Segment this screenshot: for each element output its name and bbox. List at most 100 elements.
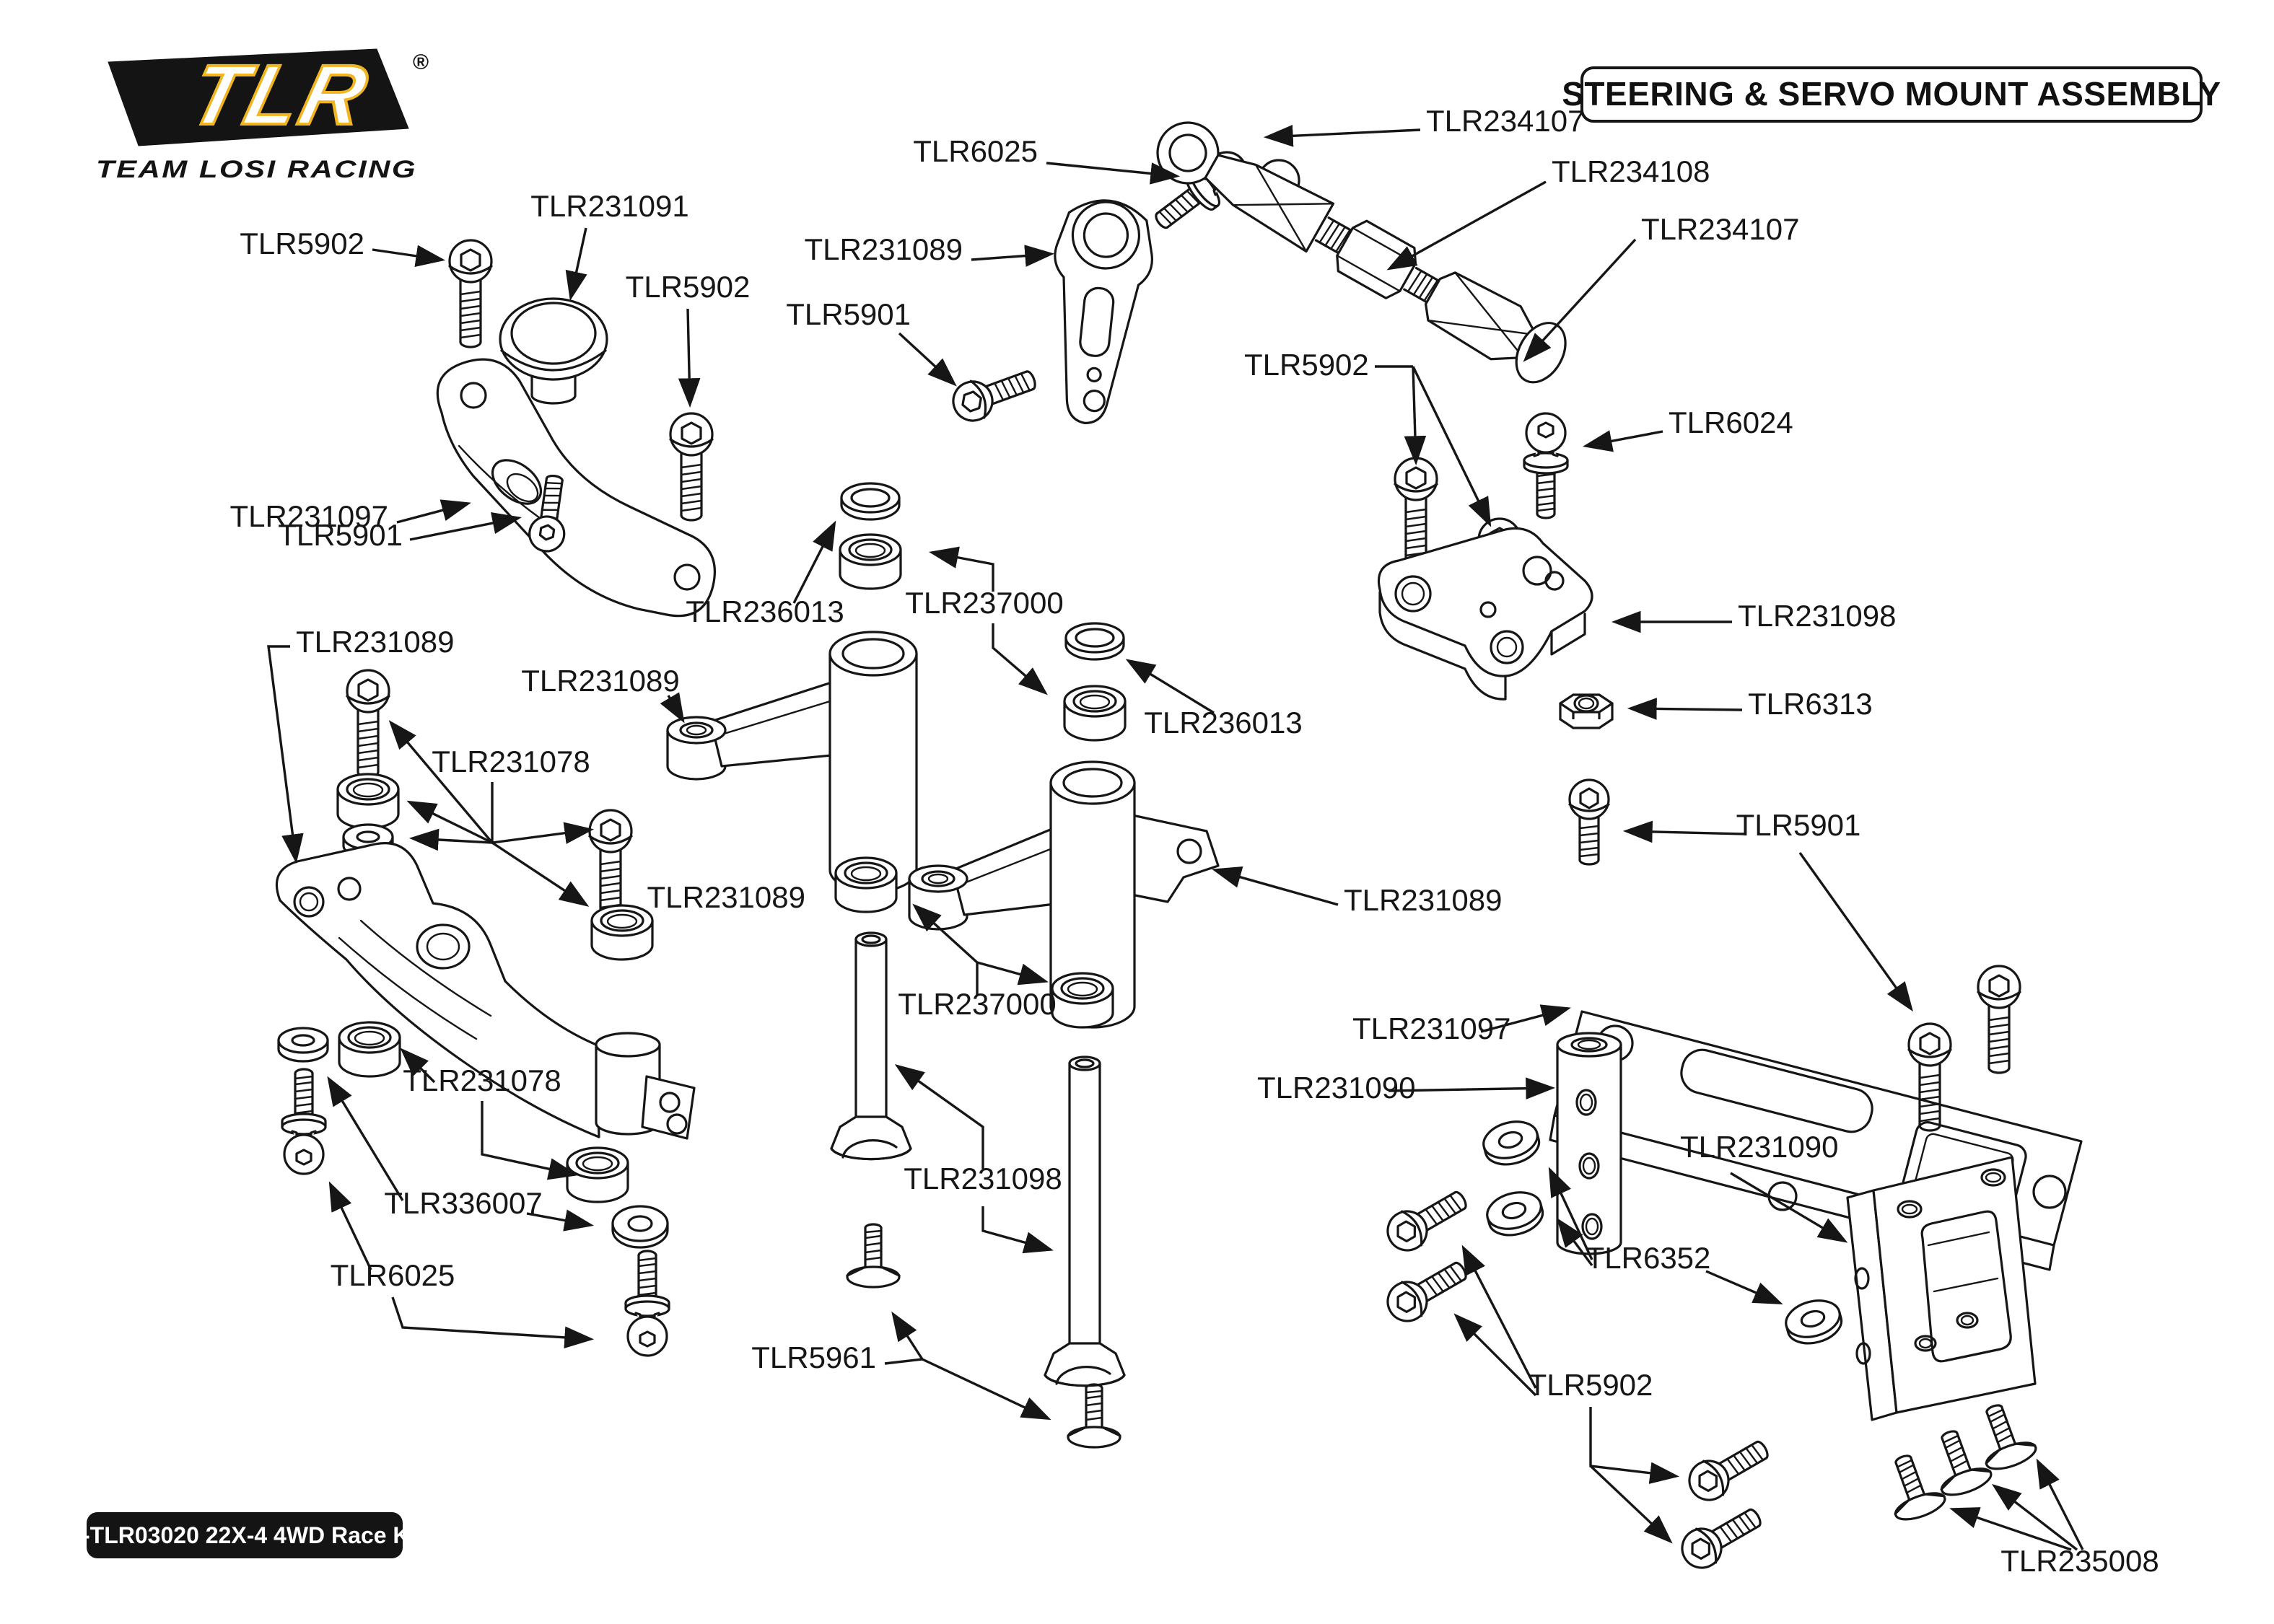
part-ball-stud-tlr6024 xyxy=(1523,412,1569,519)
leader-tlr5901-3-0 xyxy=(1622,820,1746,843)
leader-tlr231098-2-0 xyxy=(894,1064,984,1169)
part-ball-stud-tlr6025 xyxy=(624,1250,670,1357)
part-bellcrank-right-tlr231089 xyxy=(908,760,1220,1029)
part-button-screw-tlr231089 xyxy=(346,669,390,778)
label-tlr336007: TLR336007 xyxy=(384,1186,543,1220)
leader-tlr231089-3-0 xyxy=(267,645,304,864)
label-tlr231090-1: TLR231090 xyxy=(1257,1071,1416,1105)
leader-tlr6025-2-0 xyxy=(328,1181,372,1270)
leader-tlr5902-1-0 xyxy=(372,245,446,267)
label-tlr231078-2: TLR231078 xyxy=(403,1063,561,1097)
part-bearing-tlr237000 xyxy=(839,533,902,590)
leader-tlr231091-0 xyxy=(565,227,587,301)
label-tlr5902-4: TLR5902 xyxy=(1529,1368,1653,1402)
label-tlr6025-1: TLR6025 xyxy=(913,134,1038,168)
label-tlr231089-4: TLR231089 xyxy=(647,880,806,914)
leader-tlr237000-2-1 xyxy=(912,903,979,964)
part-bearing-tlr231078 xyxy=(590,904,654,961)
part-button-screw-tlr231089 xyxy=(588,809,633,918)
leader-tlr5901-2-0 xyxy=(898,332,957,387)
leader-tlr5961-1 xyxy=(922,1358,1051,1421)
leader-tlr231090-2-0 xyxy=(1730,1172,1848,1243)
label-tlr6025-2: TLR6025 xyxy=(331,1258,455,1292)
leader-tlr336007-0 xyxy=(327,1076,404,1201)
leader-tlr231078-1-5 xyxy=(491,841,590,907)
leader-tlr237000-1-1 xyxy=(992,623,1048,695)
leader-tlr6352-2 xyxy=(1705,1270,1783,1305)
label-tlr231090-2: TLR231090 xyxy=(1680,1130,1839,1164)
parts-layer xyxy=(275,121,2083,1576)
leader-tlr237000-2-2 xyxy=(976,961,1049,986)
tlr-logo-text: TLR xyxy=(181,48,379,143)
leader-tlr234108-0 xyxy=(1386,180,1547,271)
leader-tlr5961-0 xyxy=(884,1311,924,1365)
label-tlr237000-2: TLR237000 xyxy=(898,987,1057,1021)
leader-tlr231097-1-0 xyxy=(396,499,471,524)
part-bearing-tlr231078 xyxy=(566,1146,629,1203)
part-button-screw-tlr5902 xyxy=(1379,1180,1475,1259)
leader-tlr236013-2-0 xyxy=(1125,659,1215,714)
label-tlr231098-2: TLR231098 xyxy=(904,1162,1062,1195)
leader-tlr6025-2-1 xyxy=(391,1296,595,1349)
leader-tlr5902-2-0 xyxy=(678,308,701,408)
leader-tlr6313-0 xyxy=(1627,698,1743,720)
leader-tlr234107-1-0 xyxy=(1263,125,1421,147)
part-horn-cap-tlr231091 xyxy=(499,297,608,405)
labels-layer: TLR5902TLR231091TLR5902TLR231097TLR5901T… xyxy=(230,104,2159,1578)
leader-tlr336007-1 xyxy=(526,1209,595,1232)
leader-tlr6025-1-0 xyxy=(1046,162,1181,185)
part-button-screw-tlr5902 xyxy=(669,412,714,522)
part-steering-arm-tlr231097 xyxy=(436,358,716,618)
kit-label: C-TLR03020 22X-4 4WD Race Kit xyxy=(66,1522,424,1548)
part-button-screw-tlr5902 xyxy=(1394,457,1438,566)
leader-tlr5902-4-2 xyxy=(1589,1407,1680,1484)
part-washer-tlr336007 xyxy=(611,1205,669,1249)
part-shim-tlr236013 xyxy=(840,482,901,521)
tlr-logo-registered: ® xyxy=(413,51,429,74)
label-tlr5901-3: TLR5901 xyxy=(1736,808,1861,842)
part-flat-screw-tlr5961 xyxy=(1067,1383,1121,1449)
label-tlr234108: TLR234108 xyxy=(1552,154,1710,188)
part-bearing-tlr237000 xyxy=(1051,972,1114,1029)
label-tlr234107-1: TLR234107 xyxy=(1426,104,1585,138)
part-steering-post-tlr231098 xyxy=(1044,1055,1126,1387)
part-button-screw-tlr5902 xyxy=(1674,1498,1770,1576)
label-tlr231089-2: TLR231089 xyxy=(521,664,680,698)
part-button-screw-tlr5902 xyxy=(448,239,493,348)
part-steering-post-tlr231098 xyxy=(830,931,912,1161)
leader-tlr5901-3-1 xyxy=(1798,852,1913,1012)
part-washer-tlr6352 xyxy=(1780,1294,1847,1351)
part-turnbuckle-assembly xyxy=(1156,121,1567,384)
tlr-logo-subtext: TEAM LOSI RACING xyxy=(96,156,417,183)
leader-tlr231078-1-2 xyxy=(406,800,493,844)
tlr-logo: TLR ® TEAM LOSI RACING xyxy=(96,47,429,183)
leader-tlr6352-1 xyxy=(1556,1217,1593,1267)
leader-tlr6024-0 xyxy=(1582,430,1663,452)
label-tlr5902-1: TLR5902 xyxy=(240,227,364,260)
part-washer-tlr336007 xyxy=(277,1027,329,1063)
label-tlr235008: TLR235008 xyxy=(2000,1544,2159,1578)
leader-tlr5902-3-2 xyxy=(1412,366,1492,527)
part-washer-tlr6352 xyxy=(1482,1185,1548,1242)
part-button-screw-tlr5901 xyxy=(1568,778,1610,866)
part-flat-screw-tlr235008 xyxy=(1876,1447,1949,1526)
leader-tlr237000-1-0 xyxy=(928,546,994,592)
leader-tlr6352-0 xyxy=(1548,1167,1593,1260)
label-tlr237000-1: TLR237000 xyxy=(905,586,1064,620)
label-tlr231098-1: TLR231098 xyxy=(1738,599,1897,633)
part-servo-bracket-tlr231090 xyxy=(1846,1156,2037,1421)
label-tlr231091: TLR231091 xyxy=(530,189,689,223)
leader-tlr231089-2-0 xyxy=(660,692,685,724)
leader-tlr235008-1 xyxy=(1991,1483,2078,1551)
leader-tlr5902-4-1 xyxy=(1453,1313,1537,1397)
title-box: STEERING & SERVO MOUNT ASSEMBLY xyxy=(1562,66,2221,123)
part-washer-tlr6352 xyxy=(1478,1115,1544,1172)
part-steering-plate-tlr231098 xyxy=(1378,527,1593,701)
label-tlr5902-2: TLR5902 xyxy=(626,270,751,304)
label-tlr5902-3: TLR5902 xyxy=(1244,348,1369,382)
footer-badge: C-TLR03020 22X-4 4WD Race Kit xyxy=(66,1512,424,1558)
label-tlr5901-2: TLR5901 xyxy=(786,297,911,331)
part-button-screw-tlr5901 xyxy=(1977,965,2021,1074)
leader-tlr231078-1-1 xyxy=(388,720,494,844)
